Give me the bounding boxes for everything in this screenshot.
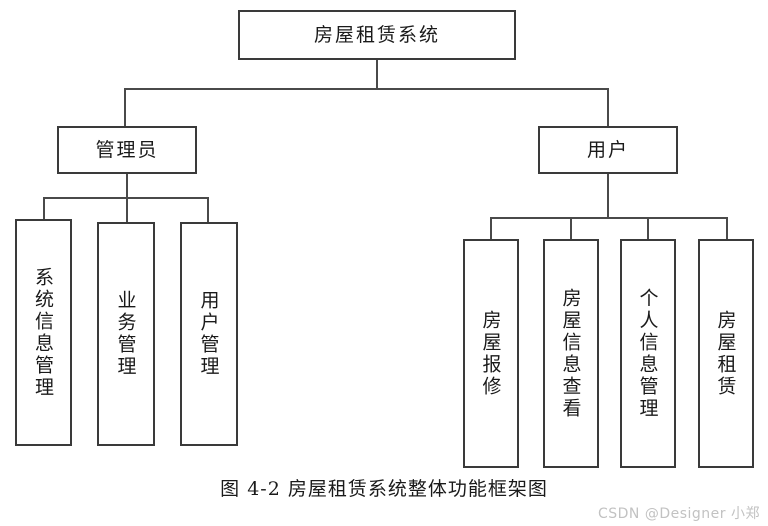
connector-user-drop-4 [726,217,728,239]
node-admin-leaf-3-label: 用户管理 [197,290,220,378]
connector-admin-drop-1 [43,197,45,219]
connector-user-drop-2 [570,217,572,239]
watermark-text: CSDN @Designer 小郑 [597,506,760,522]
node-user-leaf-2-label: 房屋信息查看 [559,287,582,420]
node-user-leaf-1-label: 房屋报修 [479,309,502,398]
node-user-leaf-3-label: 个人信息管理 [636,287,659,420]
node-admin-leaf-3: 用户管理 [180,222,238,446]
connector-admin-stem [126,174,128,199]
node-admin-leaf-2-label: 业务管理 [114,290,137,378]
connector-user-drop-1 [490,217,492,239]
node-admin-leaf-1-label: 系统信息管理 [32,266,54,399]
connector-user-drop-3 [647,217,649,239]
node-user-label: 用户 [586,138,629,161]
node-admin-leaf-1: 系统信息管理 [15,219,72,446]
node-user-leaf-3: 个人信息管理 [620,239,676,468]
connector-to-admin [124,88,126,126]
node-admin-leaf-2: 业务管理 [97,222,155,446]
figure-caption: 图 4-2 房屋租赁系统整体功能框架图 [220,478,548,500]
connector-root-stem [376,60,378,89]
connector-admin-drop-2 [126,197,128,222]
node-root: 房屋租赁系统 [238,10,516,60]
connector-user-bus [490,217,728,219]
node-user-leaf-4-label: 房屋租赁 [714,309,737,398]
connector-admin-drop-3 [207,197,209,222]
node-user-leaf-1: 房屋报修 [463,239,519,468]
node-admin: 管理员 [57,126,197,174]
connector-level2-bus [124,88,609,90]
node-user-leaf-2: 房屋信息查看 [543,239,599,468]
node-admin-label: 管理员 [95,138,159,161]
node-user: 用户 [538,126,678,174]
node-root-label: 房屋租赁系统 [313,23,440,46]
connector-user-stem [607,174,609,219]
node-user-leaf-4: 房屋租赁 [698,239,754,468]
connector-to-user [607,88,609,126]
